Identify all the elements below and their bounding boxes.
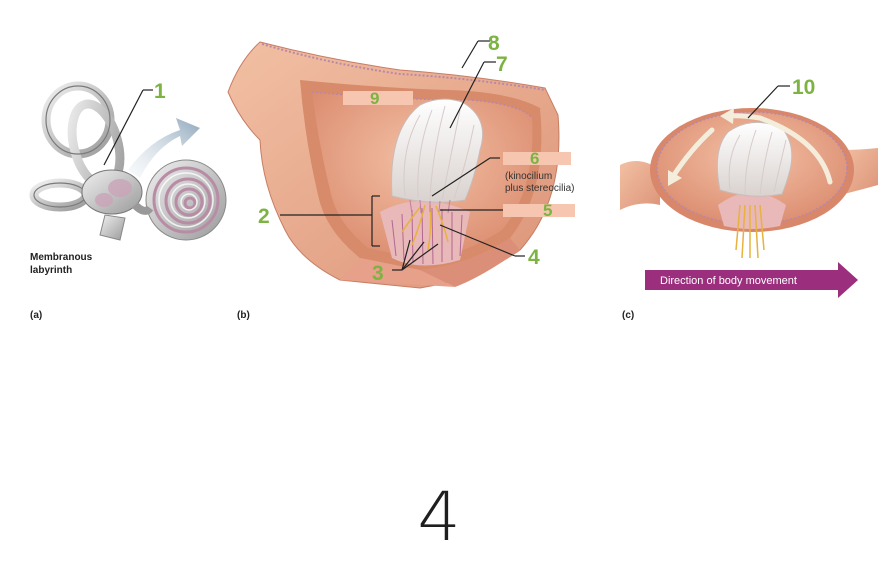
direction-label: Direction of body movement (660, 275, 797, 287)
caption-membranous-1: Membranous (30, 252, 93, 263)
label-2: 2 (258, 205, 270, 228)
panel-c-label: (c) (622, 310, 634, 321)
caption-membranous-2: labyrinth (30, 265, 72, 276)
panel-c-ampulla-movement: 10 Direction of body movement (c) (620, 76, 878, 321)
panel-b-crista: 9 6 5 (kinocilium plus stereocilia) (228, 32, 575, 321)
label-6: 6 (530, 149, 539, 168)
panel-b-label: (b) (237, 310, 250, 321)
cochlea (146, 160, 226, 240)
label-4: 4 (528, 246, 540, 269)
label-1: 1 (154, 80, 166, 103)
blank-box-5 (503, 204, 575, 217)
crista-ampullaris (380, 201, 470, 266)
panel-a-label: (a) (30, 310, 42, 321)
label-7: 7 (496, 53, 508, 76)
label-9: 9 (370, 89, 379, 108)
kinocilium-caption-1: (kinocilium (505, 171, 552, 182)
label-8: 8 (488, 32, 500, 55)
panel-a-labyrinth: 1 Membranous labyrinth (a) (30, 80, 226, 321)
answer-number: 4 (0, 478, 878, 557)
label-3: 3 (372, 262, 384, 285)
label-10: 10 (792, 76, 815, 99)
label-5: 5 (543, 201, 552, 220)
kinocilium-caption-2: plus stereocilia) (505, 183, 574, 194)
